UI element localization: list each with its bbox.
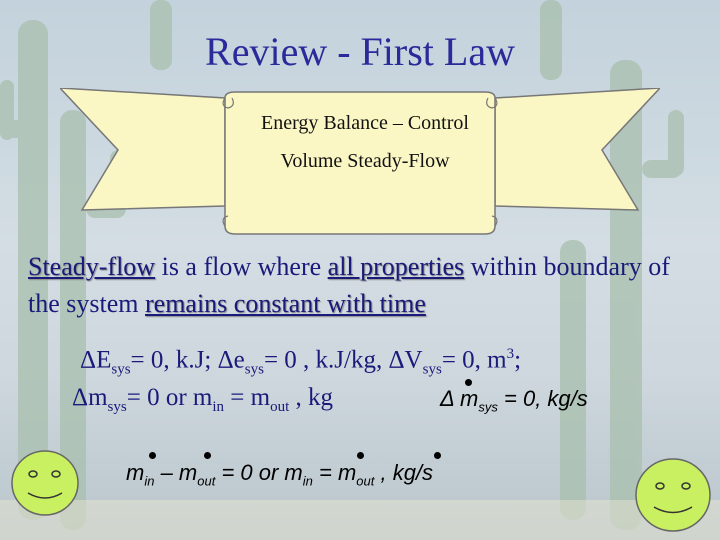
math2-minus: –	[154, 460, 179, 485]
definition-part-2: within boundary of the system	[28, 252, 670, 318]
math1-sub-sys: sys	[478, 399, 498, 415]
math1-delta-m: Δ m	[440, 386, 479, 411]
eq1-exponent: 3	[506, 346, 515, 362]
eq1-delta-V: ΔV	[388, 346, 423, 374]
eq1-delta-E: ΔE	[80, 346, 112, 374]
banner-line-1: Energy Balance – Control	[261, 112, 469, 134]
math2-equals: =	[312, 460, 338, 485]
eq1-sub-sys-3: sys	[422, 361, 442, 378]
eq2-sub-sys: sys	[107, 399, 127, 415]
eq2-value-2: = m	[224, 384, 271, 411]
eq1-sub-sys-1: sys	[111, 361, 131, 378]
eq1-delta-e: Δe	[217, 346, 245, 374]
rate-dot-3	[204, 452, 211, 459]
math2-m-2: m	[178, 460, 198, 485]
term-steady-flow: Steady-flow	[28, 252, 156, 281]
math2-sub-out-2: out	[356, 473, 375, 489]
math2-sub-in-2: in	[302, 473, 313, 489]
rate-dot-2	[149, 452, 156, 459]
rate-dot-4	[357, 452, 364, 459]
math2-m-4: m	[337, 460, 357, 485]
eq2-sub-in: in	[212, 399, 225, 415]
scroll-banner	[60, 88, 660, 235]
eq1-value-2: = 0 , k.J/kg,	[263, 346, 389, 374]
math2-sub-out-1: out	[197, 473, 216, 489]
mass-rate-equation: Δ msys = 0, kg/s	[440, 386, 588, 414]
rate-dot-1	[465, 379, 472, 386]
smiley-face-right	[635, 458, 711, 532]
math2-equals-or: = 0 or	[215, 460, 285, 485]
definition-part-1: is a flow where	[155, 252, 328, 281]
math2-m-3: m	[284, 460, 303, 485]
math2-m-1: m	[126, 460, 145, 485]
eq1-value-1: = 0, k.J;	[130, 346, 218, 374]
eq1-sub-sys-2: sys	[244, 361, 264, 378]
eq1-value-3: = 0, m	[441, 346, 507, 374]
math2-unit: , kg/s	[374, 460, 434, 485]
smiley-face-left	[11, 450, 79, 516]
term-all-properties: all properties	[327, 252, 465, 281]
eq2-value-3: , kg	[289, 384, 333, 411]
mass-flow-balance-equation: min – mout = 0 or min = mout , kg/s	[126, 460, 433, 488]
banner-line-2: Volume Steady-Flow	[280, 150, 450, 172]
eq2-value-1: = 0 or m	[126, 384, 213, 411]
rate-dot-5	[434, 452, 441, 459]
steady-flow-definition: Steady-flow is a flow where all properti…	[28, 248, 708, 322]
eq1-end: ;	[514, 346, 522, 374]
eq2-delta-m: Δm	[72, 384, 108, 411]
banner-text: Energy Balance – Control Volume Steady-F…	[230, 104, 500, 180]
eq2-sub-out: out	[270, 399, 290, 415]
term-remains-constant: remains constant with time	[145, 289, 426, 318]
math1-rest: = 0, kg/s	[497, 386, 588, 411]
equation-energy-terms: ΔEsys= 0, k.J; Δesys= 0 , k.J/kg, ΔVsys=…	[80, 346, 700, 378]
math2-sub-in-1: in	[144, 473, 155, 489]
slide-title: Review - First Law	[205, 29, 515, 74]
equation-mass-terms: Δmsys= 0 or min = mout , kg	[72, 384, 333, 416]
